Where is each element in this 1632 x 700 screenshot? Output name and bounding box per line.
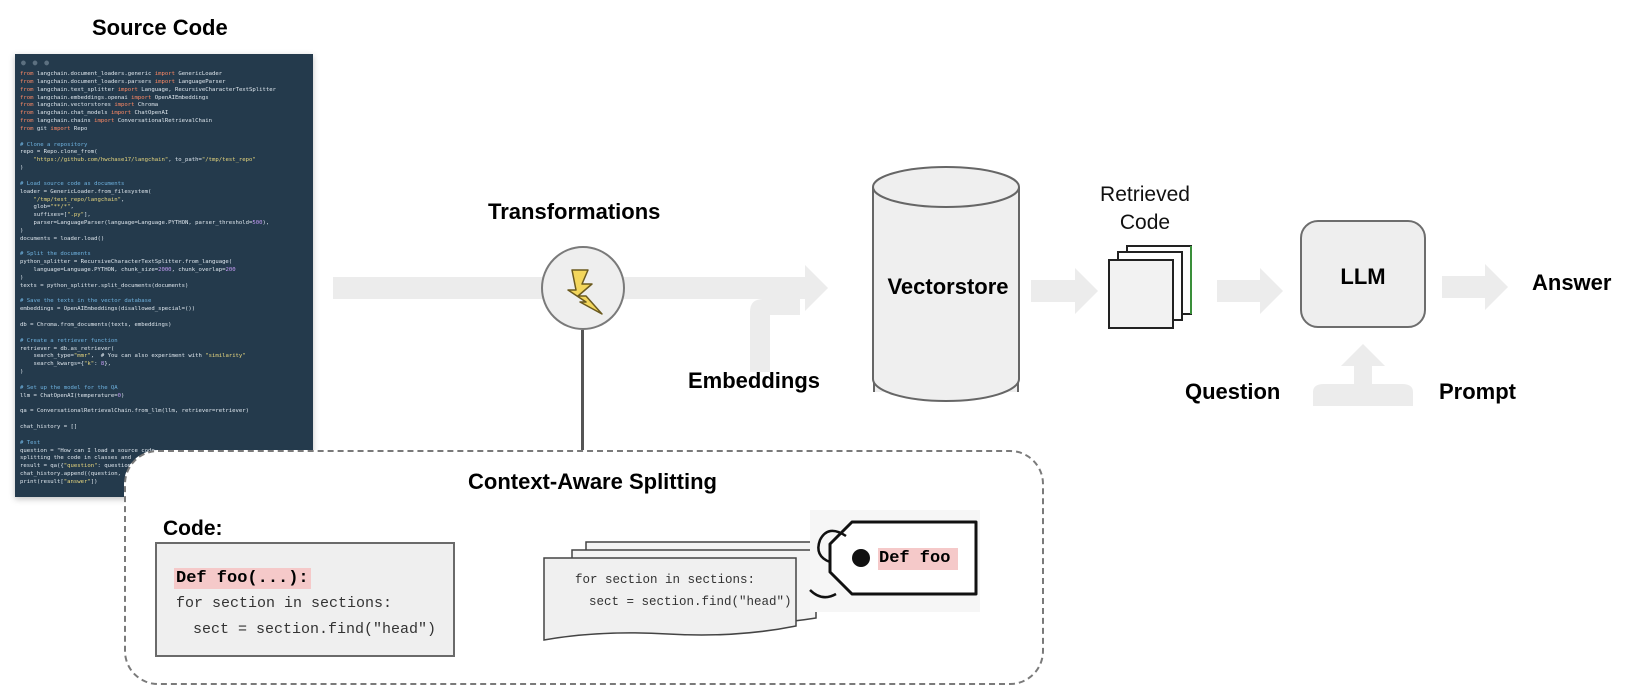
context-aware-splitting-title: Context-Aware Splitting [468, 469, 717, 494]
code-heading: Code: [163, 517, 223, 540]
code-line: "https://github.com/hwchase17/langchain"… [33, 157, 256, 164]
question-prompt-merge-arrow [1313, 344, 1413, 406]
code-line: ) [20, 227, 24, 234]
embeddings-label: Embeddings [688, 368, 821, 393]
code-card-def-line: Def foo(...): [174, 568, 311, 589]
code-line: # Split the documents [20, 251, 91, 258]
code-line: # Clone a repository [20, 141, 88, 148]
code-line: from langchain.chat_models import ChatOp… [20, 110, 169, 117]
code-line: ) [20, 165, 24, 172]
retrieved-code-label: Retrieved Code [1080, 181, 1210, 237]
code-line: "/tmp/test_repo/langchain", [33, 196, 125, 203]
code-line: from git import Repo [20, 125, 88, 132]
retrieved-code-label-line1: Retrieved [1100, 183, 1190, 206]
vectorstore-label: Vectorstore [887, 274, 1009, 299]
code-line: chat_history = [] [20, 423, 78, 430]
code-line: result = qa({"question": question [20, 463, 132, 470]
code-line: language=Language.PYTHON, chunk_size=200… [20, 267, 236, 274]
code-line: db = Chroma.from_documents(texts, embedd… [20, 322, 172, 328]
code-line: search_type="mmr", # You can also experi… [20, 353, 246, 360]
code-line: # Create a retriever function [20, 337, 118, 344]
source-code-panel: ● ● ● from langchain.document_loaders.ge… [15, 54, 313, 497]
retrieved-docs-icon [1108, 245, 1192, 329]
answer-label: Answer [1532, 270, 1612, 295]
transformation-node [541, 246, 625, 330]
code-line: # Test [20, 439, 41, 446]
code-card: Def foo(...): for section in sections: s… [155, 542, 455, 657]
split-card-loop-line: for section in sections: [575, 573, 756, 587]
code-line: from langchain.document_loaders.parsers … [20, 78, 226, 85]
source-code-title: Source Code [92, 15, 228, 40]
transformations-label: Transformations [488, 199, 661, 224]
code-line: retriever = db.as_retriever( [20, 345, 115, 352]
code-line: from langchain.chains import Conversatio… [20, 118, 212, 125]
code-line: chat_history.append((question, [20, 471, 122, 478]
code-line: parser=LanguageParser(language=Language.… [20, 220, 270, 227]
retrieved-to-llm-arrow [1217, 268, 1283, 314]
code-line: splitting the code in classes and [20, 455, 132, 462]
code-card-def-highlight: Def foo(...): [174, 568, 311, 589]
code-line: documents = loader.load() [20, 235, 105, 242]
code-line: from langchain.document_loaders.generic … [20, 71, 223, 77]
embeddings-merge-arrow [750, 299, 800, 372]
llm-to-answer-arrow [1442, 264, 1508, 310]
code-line: print(result["answer"]) [20, 478, 98, 485]
lightning-icon [567, 269, 603, 315]
code-line: suffixes=[".py"], [20, 212, 91, 219]
code-line: from langchain.vectorstores import Chrom… [20, 102, 159, 109]
code-line: from langchain.embeddings.openai import … [20, 94, 209, 101]
tag-icon [809, 510, 980, 612]
code-line: embeddings = OpenAIEmbeddings(disallowed… [20, 306, 196, 313]
code-card-find-line: sect = section.find("head") [193, 621, 437, 638]
source-code-listing: from langchain.document_loaders.generic … [20, 71, 276, 487]
code-line: qa = ConversationalRetrievalChain.from_l… [20, 408, 250, 415]
retrieved-code-label-line2: Code [1119, 211, 1171, 234]
code-line: python_splitter = RecursiveCharacterText… [20, 259, 233, 266]
code-line: ) [20, 369, 24, 376]
code-line: ) [20, 274, 24, 281]
llm-box [1300, 220, 1426, 328]
question-label: Question [1185, 379, 1281, 404]
code-line: from langchain.text_splitter import Lang… [20, 86, 276, 93]
code-line: texts = python_splitter.split_documents(… [20, 282, 189, 289]
window-dots: ● ● ● [21, 58, 51, 67]
code-line: # Load source code as documents [20, 180, 125, 187]
split-card-find-line: sect = section.find("head") [589, 595, 792, 609]
vectorstore-to-retrieved-arrow [1031, 268, 1098, 314]
vectorstore-cylinder [872, 166, 1020, 402]
code-card-loop-line: for section in sections: [176, 595, 393, 612]
tag-label: Def foo [879, 549, 951, 568]
transformation-connector [581, 330, 584, 450]
code-line: repo = Repo.clone_from( [20, 149, 98, 156]
code-line: # Set up the model for the QA [20, 384, 118, 391]
code-line: llm = ChatOpenAI(temperature=0) [20, 392, 125, 399]
code-line: glob="**/*", [20, 204, 74, 211]
code-line: loader = GenericLoader.from_filesystem( [20, 188, 152, 195]
prompt-label: Prompt [1439, 379, 1516, 404]
code-line: question = "How can I load a source code [20, 447, 155, 454]
split-docs-stack [543, 541, 831, 641]
code-line: # Save the texts in the vector database [20, 298, 152, 305]
llm-label: LLM [1340, 264, 1386, 289]
code-line: search_kwargs={"k": 8}, [20, 361, 111, 368]
